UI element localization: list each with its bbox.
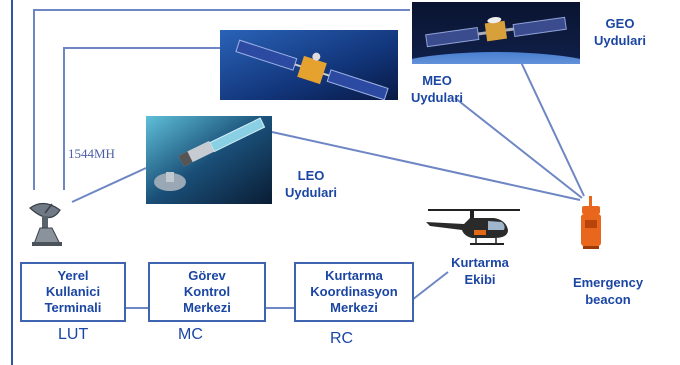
lut-line1: Yerel [57, 268, 89, 283]
mc-line3: Merkezi [183, 300, 231, 315]
mc-line2: Kontrol [183, 284, 231, 299]
leo-label-line2: Uydulari [284, 185, 337, 200]
rescue-team-label: Kurtarma Ekibi [442, 254, 518, 288]
geo-satellite-image [412, 2, 580, 64]
rescue-team-line1: Kurtarma [451, 255, 509, 270]
lut-line2: Kullanici [45, 284, 101, 299]
lut-box: Yerel Kullanici Terminali [20, 262, 126, 322]
meo-label-line2: Uydulari [410, 90, 463, 105]
lut-acronym: LUT [58, 326, 89, 343]
geo-to-beacon-link [519, 59, 585, 197]
dish-to-meo-link [63, 47, 222, 190]
beacon-label-line2: beacon [585, 292, 631, 307]
meo-to-beacon-link [454, 97, 583, 199]
satellite-dish-icon [22, 196, 74, 248]
dish-to-leo-link [71, 167, 147, 203]
beacon-label: Emergency beacon [558, 274, 658, 308]
rc-to-rescue-link [411, 271, 449, 301]
rc-line1: Kurtarma [325, 268, 383, 283]
mc-acronym: MC [178, 326, 203, 343]
leo-label-line1: LEO [297, 168, 325, 183]
meo-satellite-image [220, 30, 398, 100]
leo-label: LEO Uydulari [278, 167, 344, 201]
dish-to-geo-link [33, 9, 410, 190]
rc-acronym: RC [330, 330, 354, 347]
rescue-team-line2: Ekibi [464, 272, 496, 287]
meo-label: MEO Uydulari [402, 72, 472, 106]
left-frame-line [11, 0, 13, 365]
rc-line3: Merkezi [330, 300, 378, 315]
rc-box: Kurtarma Koordinasyon Merkezi [294, 262, 414, 322]
frequency-label: 1544MH [68, 146, 115, 161]
leo-to-beacon-link [271, 131, 581, 201]
mc-line1: Görev [188, 268, 226, 283]
lut-line3: Terminali [44, 300, 102, 315]
helicopter-icon [424, 204, 524, 248]
beacon-label-line1: Emergency [572, 275, 644, 290]
meo-label-line1: MEO [422, 73, 452, 88]
leo-satellite-image [146, 116, 272, 204]
geo-label-line2: Uydulari [593, 33, 646, 48]
rc-line2: Koordinasyon [310, 284, 398, 299]
geo-label: GEO Uydulari [590, 15, 650, 49]
mc-box: Görev Kontrol Merkezi [148, 262, 266, 322]
emergency-beacon-icon [578, 196, 604, 250]
geo-label-line1: GEO [605, 16, 635, 31]
